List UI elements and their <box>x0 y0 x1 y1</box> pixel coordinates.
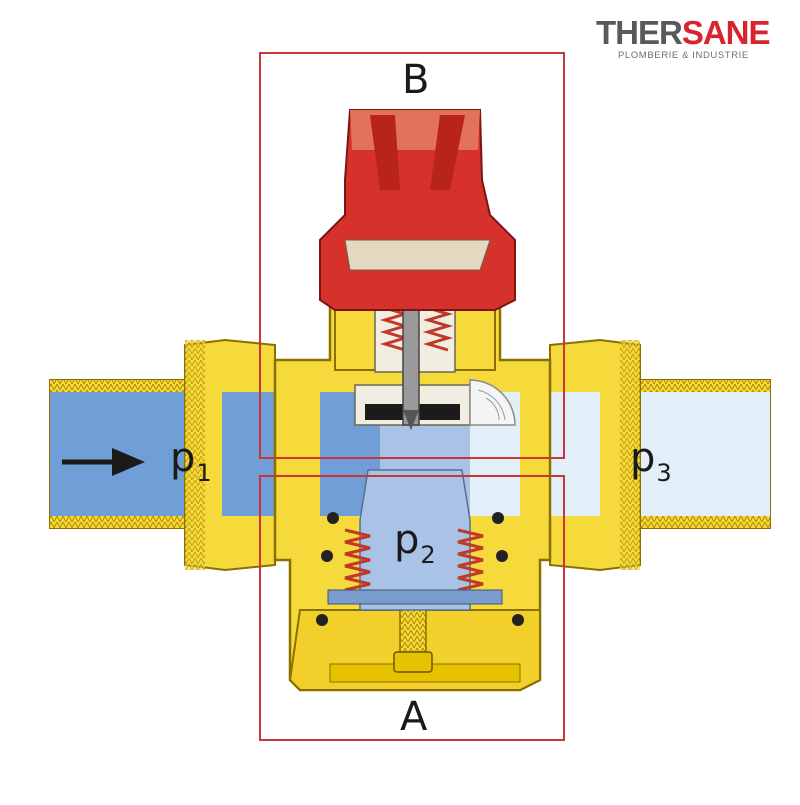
box-a-outline <box>259 475 565 741</box>
label-box-a: A <box>400 694 428 740</box>
box-b-outline <box>259 52 565 459</box>
arrow-right-icon <box>62 448 145 476</box>
thersane-logo: THERSANE PLOMBERIE & INDUSTRIE <box>596 14 772 62</box>
label-p1: p1 <box>170 435 212 487</box>
label-p2: p2 <box>394 517 436 569</box>
label-p3: p3 <box>630 435 672 487</box>
logo-tagline: PLOMBERIE & INDUSTRIE <box>618 50 749 61</box>
label-box-b: B <box>402 57 430 103</box>
coil-spring-icon <box>344 528 484 592</box>
regulator-piston <box>327 469 503 611</box>
logo-wordmark: THERSANE <box>596 14 771 51</box>
adjustment-knob <box>319 109 516 311</box>
